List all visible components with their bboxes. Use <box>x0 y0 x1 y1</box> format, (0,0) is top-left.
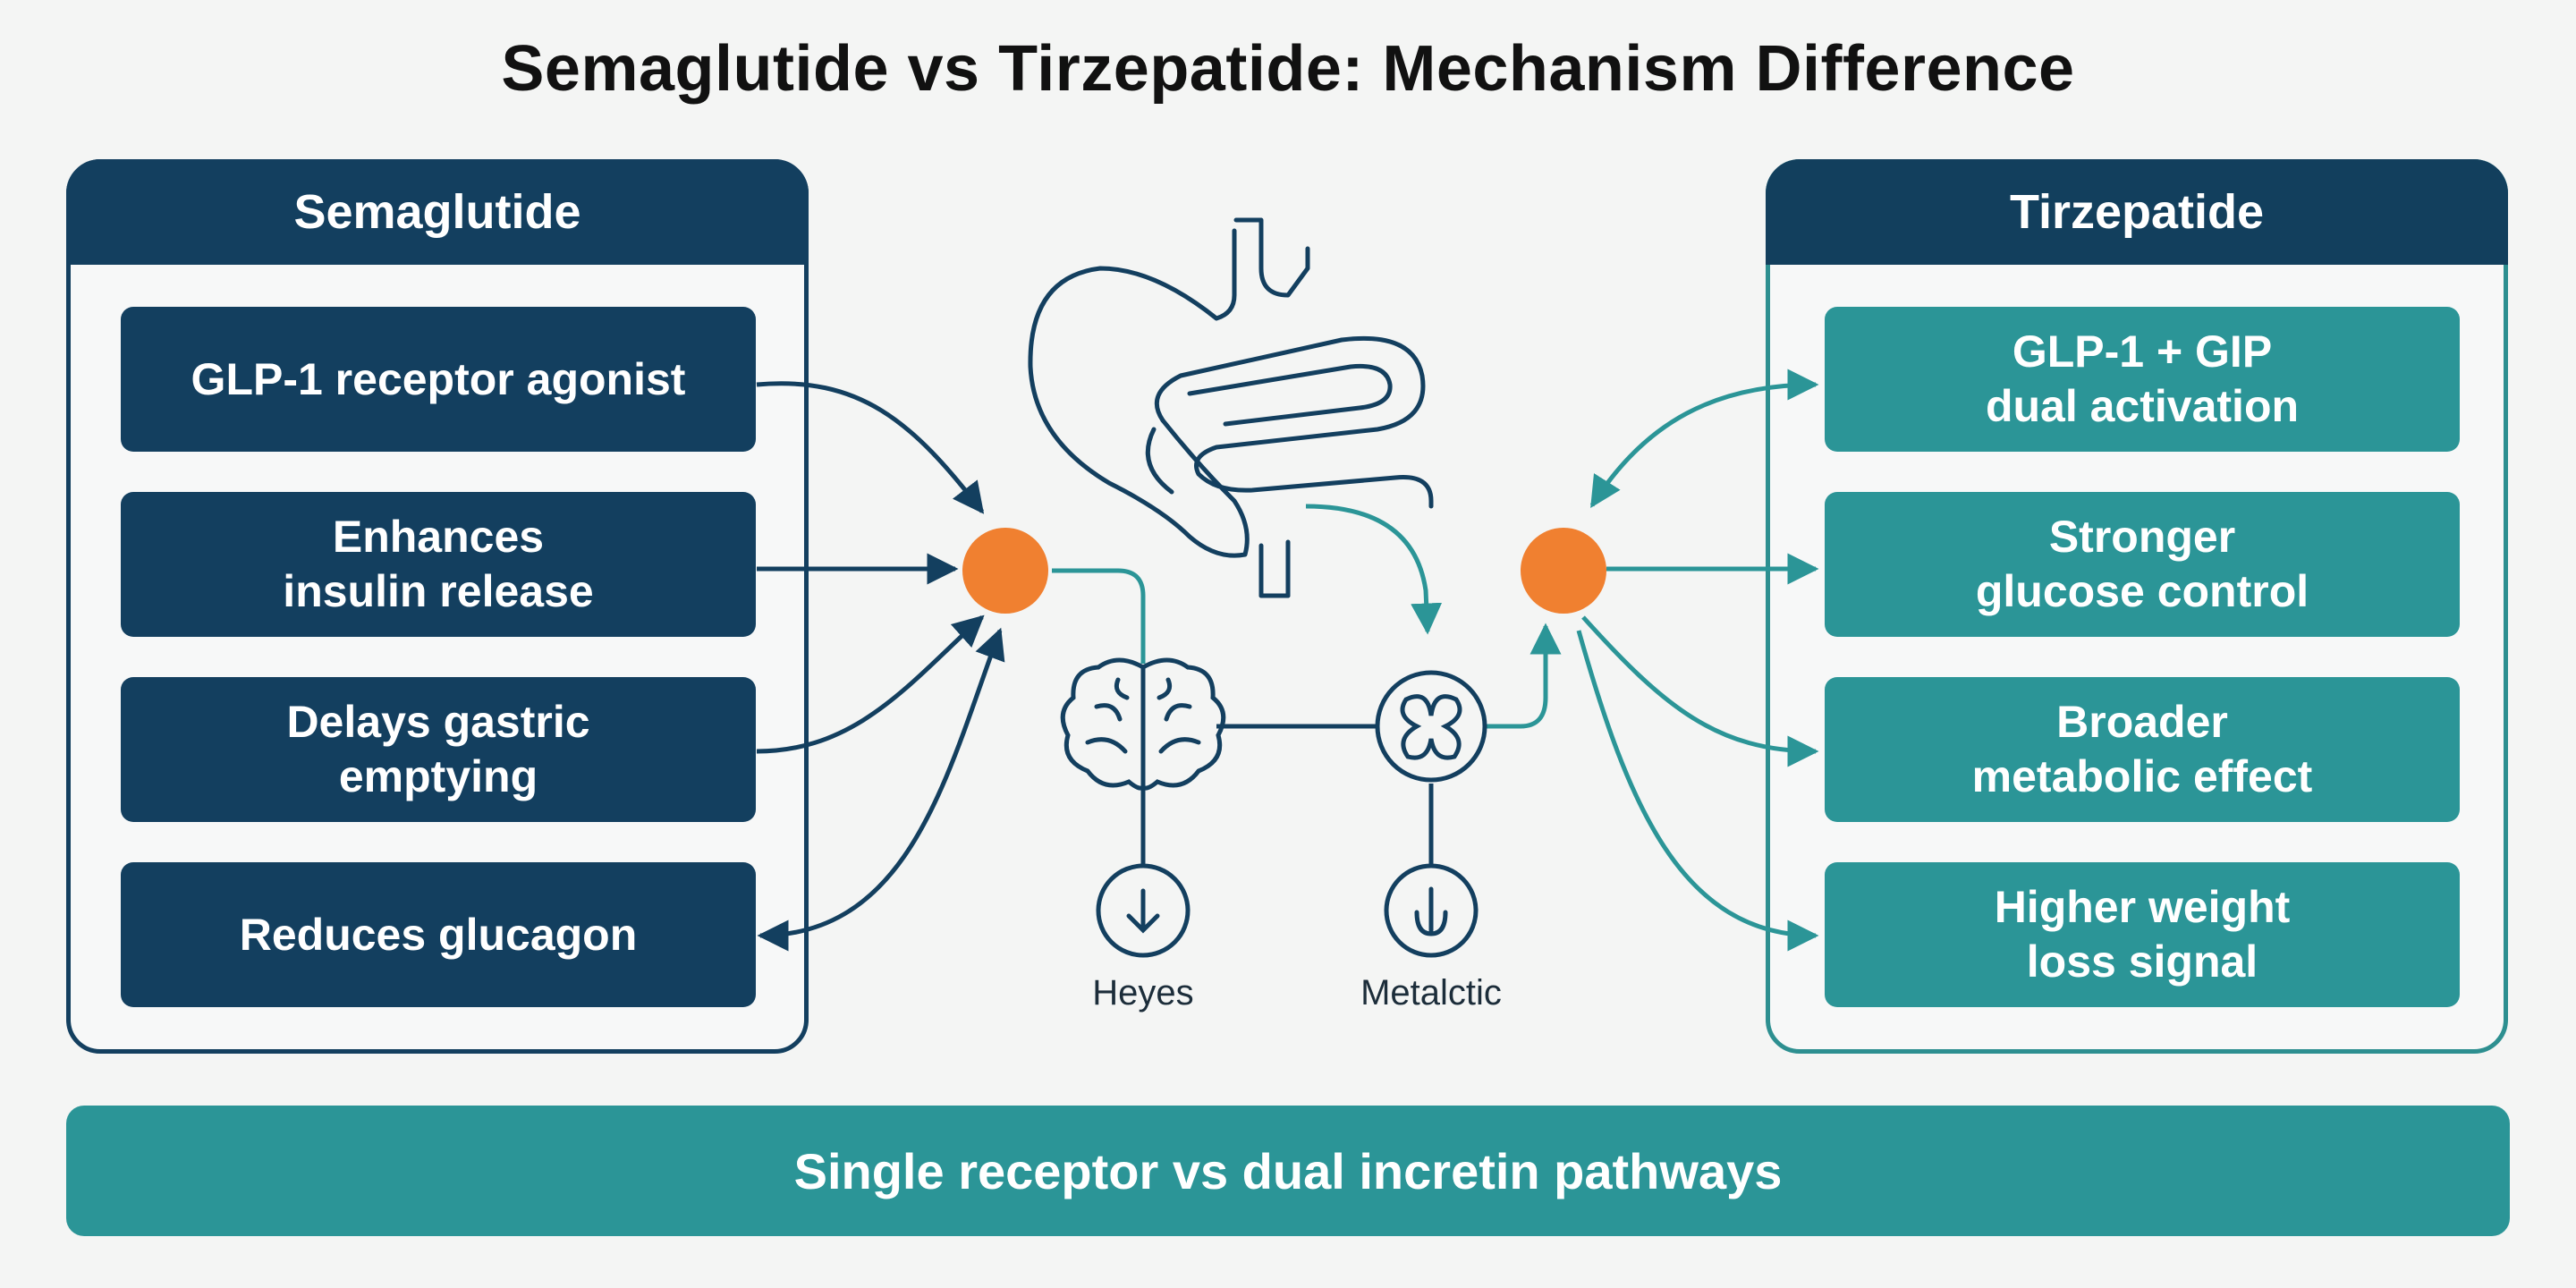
semaglutide-header: Semaglutide <box>66 159 809 265</box>
semaglutide-panel: Semaglutide GLP-1 receptor agonist Enhan… <box>66 159 809 1054</box>
connector-metabolic <box>1581 615 1819 767</box>
tirzepatide-connectors <box>1576 369 1819 952</box>
connector-dual <box>1589 369 1819 508</box>
label-metalctic: Metalctic <box>1360 973 1502 1013</box>
down-arrow-circle-icon <box>1384 863 1479 958</box>
tirzepatide-card-weight: Higher weight loss signal <box>1825 862 2460 1007</box>
label-heyes: Heyes <box>1092 973 1194 1013</box>
summary-banner: Single receptor vs dual incretin pathway… <box>66 1106 2510 1236</box>
semaglutide-card-glucagon: Reduces glucagon <box>121 862 756 1007</box>
tirzepatide-card-dual: GLP-1 + GIP dual activation <box>1825 307 2460 452</box>
semaglutide-connectors <box>756 381 1005 952</box>
down-arrow-circle-icon <box>1096 863 1191 958</box>
diagram-title: Semaglutide vs Tirzepatide: Mechanism Di… <box>501 33 2075 105</box>
path-hub-to-brain <box>1052 568 1146 664</box>
path-pancreas-to-hub <box>1487 623 1562 729</box>
path-stomach-to-pancreas <box>1305 504 1443 635</box>
tirzepatide-panel: Tirzepatide GLP-1 + GIP dual activation … <box>1766 159 2508 1054</box>
stomach-intestine-icon <box>1028 217 1434 598</box>
tirzepatide-card-metabolic: Broader metabolic effect <box>1825 677 2460 822</box>
connector-glp1 <box>756 381 985 514</box>
semaglutide-card-gastric: Delays gastric emptying <box>121 677 756 822</box>
connector-gastric <box>756 614 985 754</box>
tirzepatide-header: Tirzepatide <box>1766 159 2508 265</box>
center-pathways <box>1052 504 1562 866</box>
brain-icon <box>1060 657 1226 791</box>
connector-weight <box>1576 630 1819 952</box>
tirzepatide-card-glucose: Stronger glucose control <box>1825 492 2460 637</box>
connector-glucagon <box>757 627 1005 952</box>
semaglutide-card-glp1: GLP-1 receptor agonist <box>121 307 756 452</box>
semaglutide-hub <box>962 528 1048 614</box>
semaglutide-card-insulin: Enhances insulin release <box>121 492 756 637</box>
tirzepatide-hub <box>1521 528 1606 614</box>
pancreas-icon <box>1375 670 1487 783</box>
